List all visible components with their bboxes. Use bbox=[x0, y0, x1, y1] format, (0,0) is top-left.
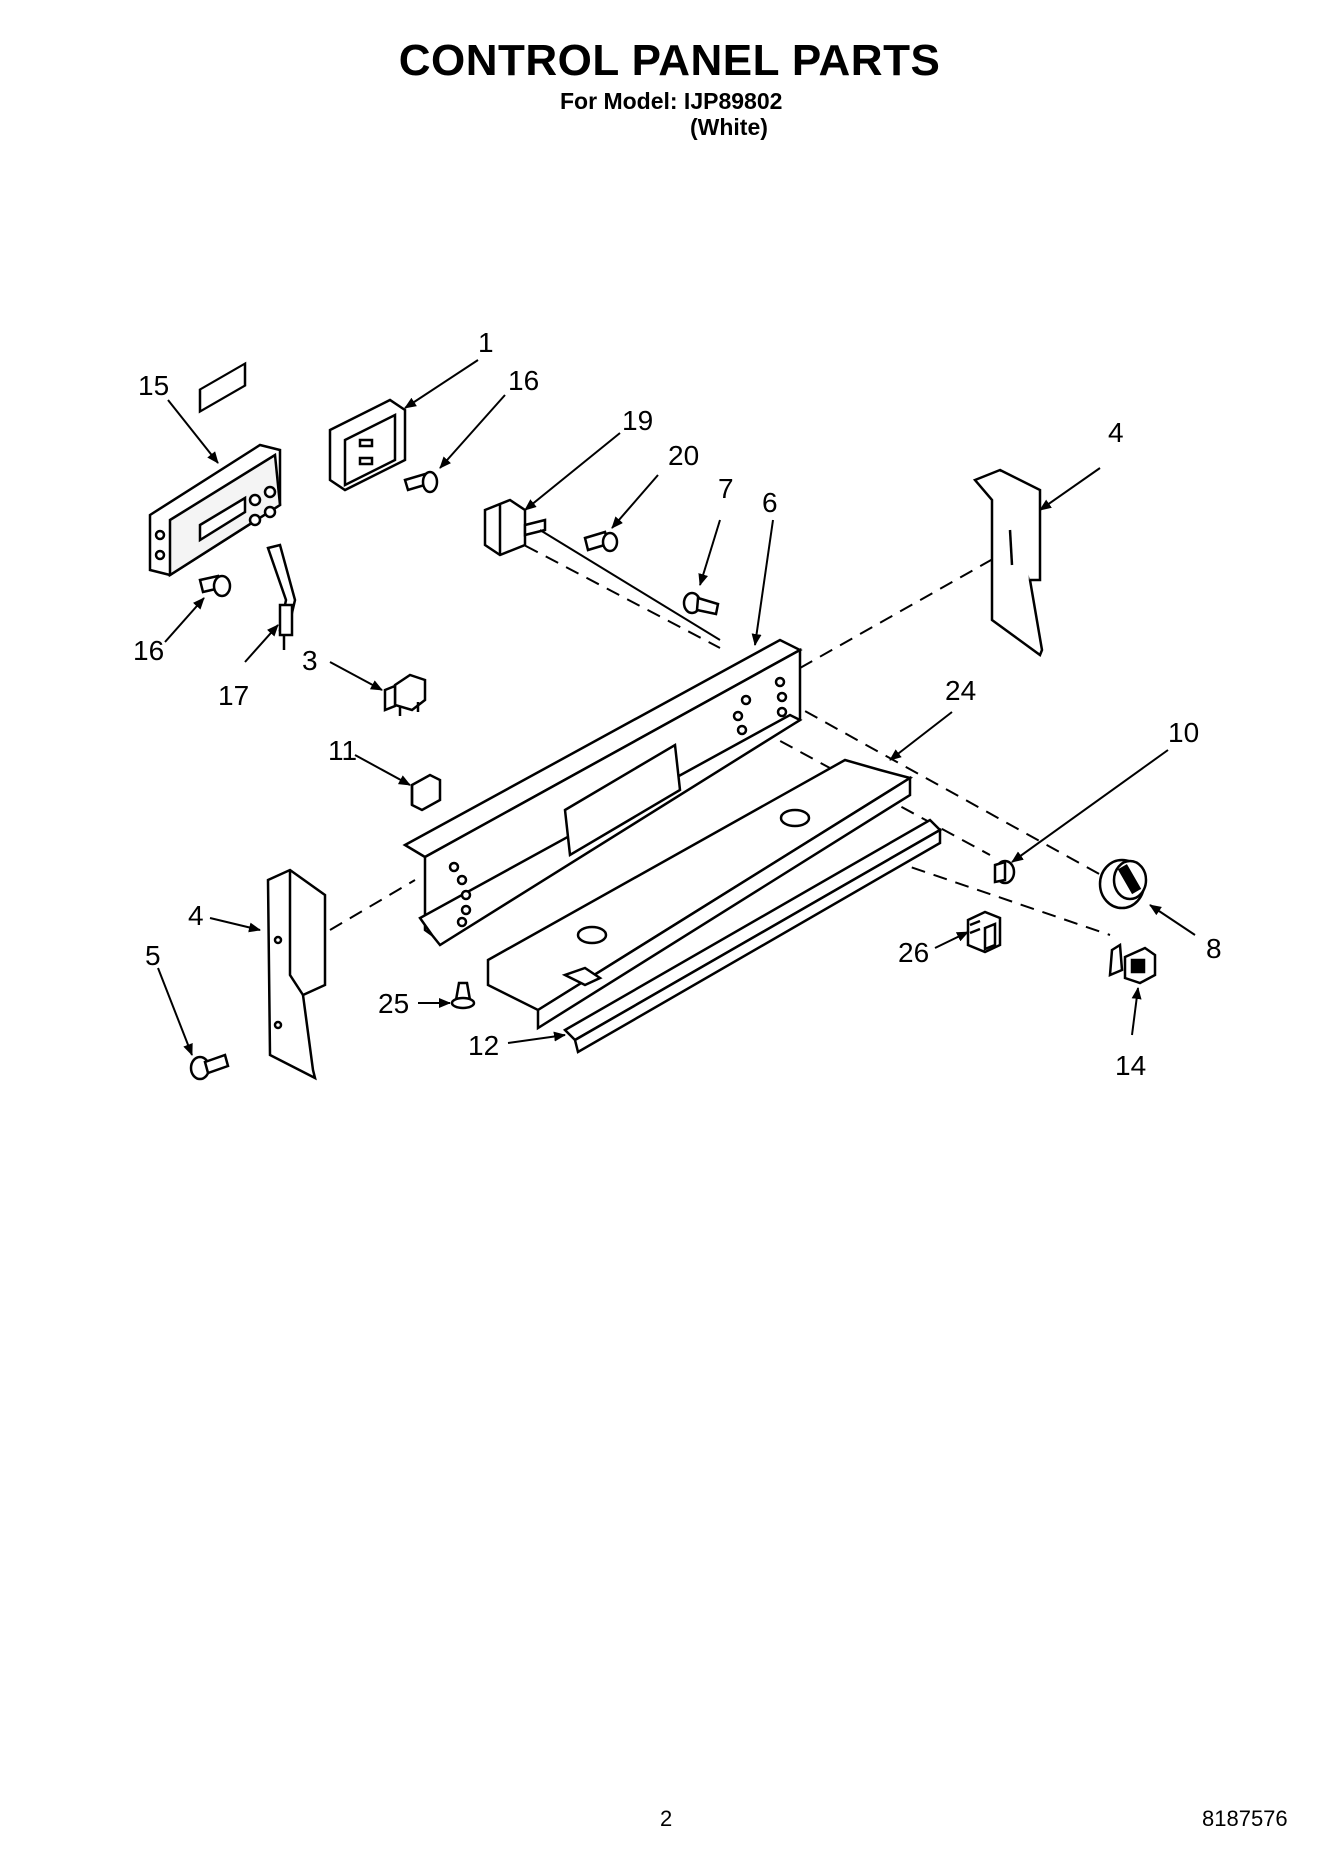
callout-24: 24 bbox=[945, 675, 976, 706]
part-19-infinite-switch bbox=[483, 498, 721, 641]
callout-10: 10 bbox=[1168, 717, 1199, 748]
callout-20: 20 bbox=[668, 440, 699, 471]
part-14-receptacle bbox=[1108, 942, 1157, 985]
color-line: (White) bbox=[690, 114, 768, 140]
callout-labels: 1 16 15 19 20 7 6 4 16 17 3 24 10 11 4 5… bbox=[133, 327, 1222, 1081]
part-12-trim-strip bbox=[562, 818, 943, 1054]
part-24-trim bbox=[486, 758, 914, 1031]
callout-25: 25 bbox=[378, 988, 409, 1019]
callout-4-left: 4 bbox=[188, 900, 204, 931]
part-16-screw-lower bbox=[198, 574, 232, 598]
part-10-indicator-light bbox=[993, 859, 1016, 885]
document-number: 8187576 bbox=[1202, 1806, 1288, 1831]
alignment-lines bbox=[329, 534, 1111, 936]
part-5-screw bbox=[189, 1053, 230, 1081]
part-11-socket bbox=[410, 773, 442, 812]
part-25-screw bbox=[450, 981, 476, 1010]
part-4-end-cap-right bbox=[972, 468, 1044, 657]
callout-11: 11 bbox=[328, 735, 357, 766]
part-1-bracket bbox=[328, 398, 407, 492]
part-26-switch bbox=[966, 910, 1002, 954]
callout-16-lower: 16 bbox=[133, 635, 164, 666]
callout-6: 6 bbox=[762, 487, 778, 518]
callout-17: 17 bbox=[218, 680, 249, 711]
callout-5: 5 bbox=[145, 940, 161, 971]
callout-26: 26 bbox=[898, 937, 929, 968]
callout-8: 8 bbox=[1206, 933, 1222, 964]
part-7-screw bbox=[682, 591, 720, 616]
callout-19: 19 bbox=[622, 405, 653, 436]
model-line: For Model: IJP89802 bbox=[560, 88, 783, 114]
part-20-screw bbox=[583, 530, 619, 553]
page-number: 2 bbox=[660, 1806, 673, 1831]
callout-12: 12 bbox=[468, 1030, 499, 1061]
part-8-knob bbox=[1098, 858, 1148, 910]
callout-3: 3 bbox=[302, 645, 318, 676]
callout-1: 1 bbox=[478, 327, 494, 358]
callout-15: 15 bbox=[138, 370, 169, 401]
part-3-switch bbox=[383, 673, 427, 716]
part-16-screw-top bbox=[403, 470, 439, 494]
callout-4-right: 4 bbox=[1108, 417, 1124, 448]
leader-arrows bbox=[157, 359, 1196, 1056]
part-15-electronic-control bbox=[148, 361, 282, 578]
part-6-control-panel bbox=[402, 638, 803, 947]
callout-7: 7 bbox=[718, 473, 734, 504]
callout-16-top: 16 bbox=[508, 365, 539, 396]
page-title: CONTROL PANEL PARTS bbox=[398, 36, 941, 85]
part-4-end-cap-left bbox=[266, 868, 327, 1081]
part-17-wire-harness bbox=[266, 543, 297, 650]
callout-14: 14 bbox=[1115, 1050, 1146, 1081]
